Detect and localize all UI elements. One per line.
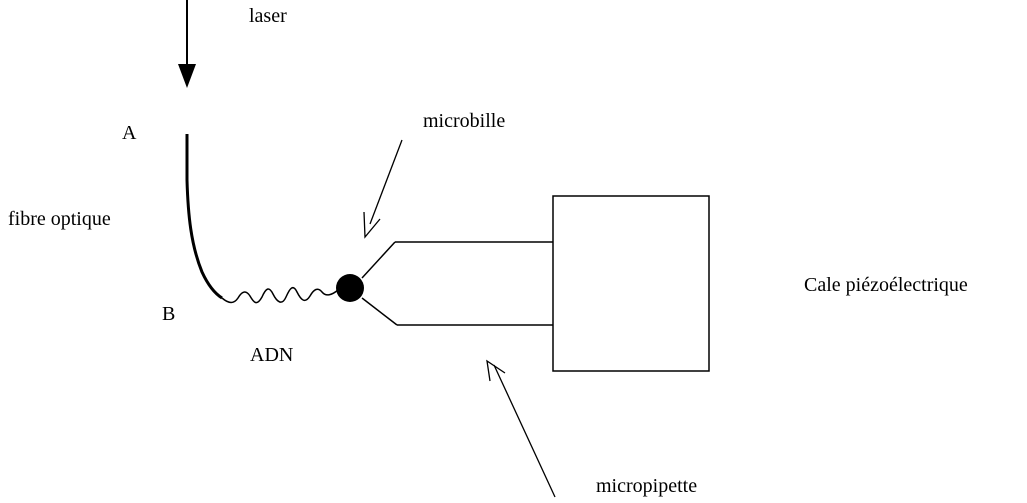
- point-a-label: A: [122, 122, 137, 144]
- point-b-label: B: [162, 303, 176, 325]
- piezo-label: Cale piézoélectrique: [804, 274, 968, 296]
- microbead-label: microbille: [423, 110, 506, 132]
- laser-arrow: [178, 0, 196, 88]
- microbead: [336, 274, 364, 302]
- piezo-block: [552, 195, 710, 372]
- fiber-label: fibre optique: [8, 208, 111, 230]
- dna-strand: [221, 286, 339, 304]
- laser-label: laser: [249, 5, 287, 27]
- microbead-pointer-arrow: [363, 139, 403, 239]
- optical-fiber: [185, 134, 223, 300]
- micropipette-label: micropipette: [596, 475, 698, 497]
- micropipette: [361, 241, 553, 326]
- dna-label: ADN: [250, 344, 294, 366]
- micropipette-pointer-arrow: [486, 359, 556, 498]
